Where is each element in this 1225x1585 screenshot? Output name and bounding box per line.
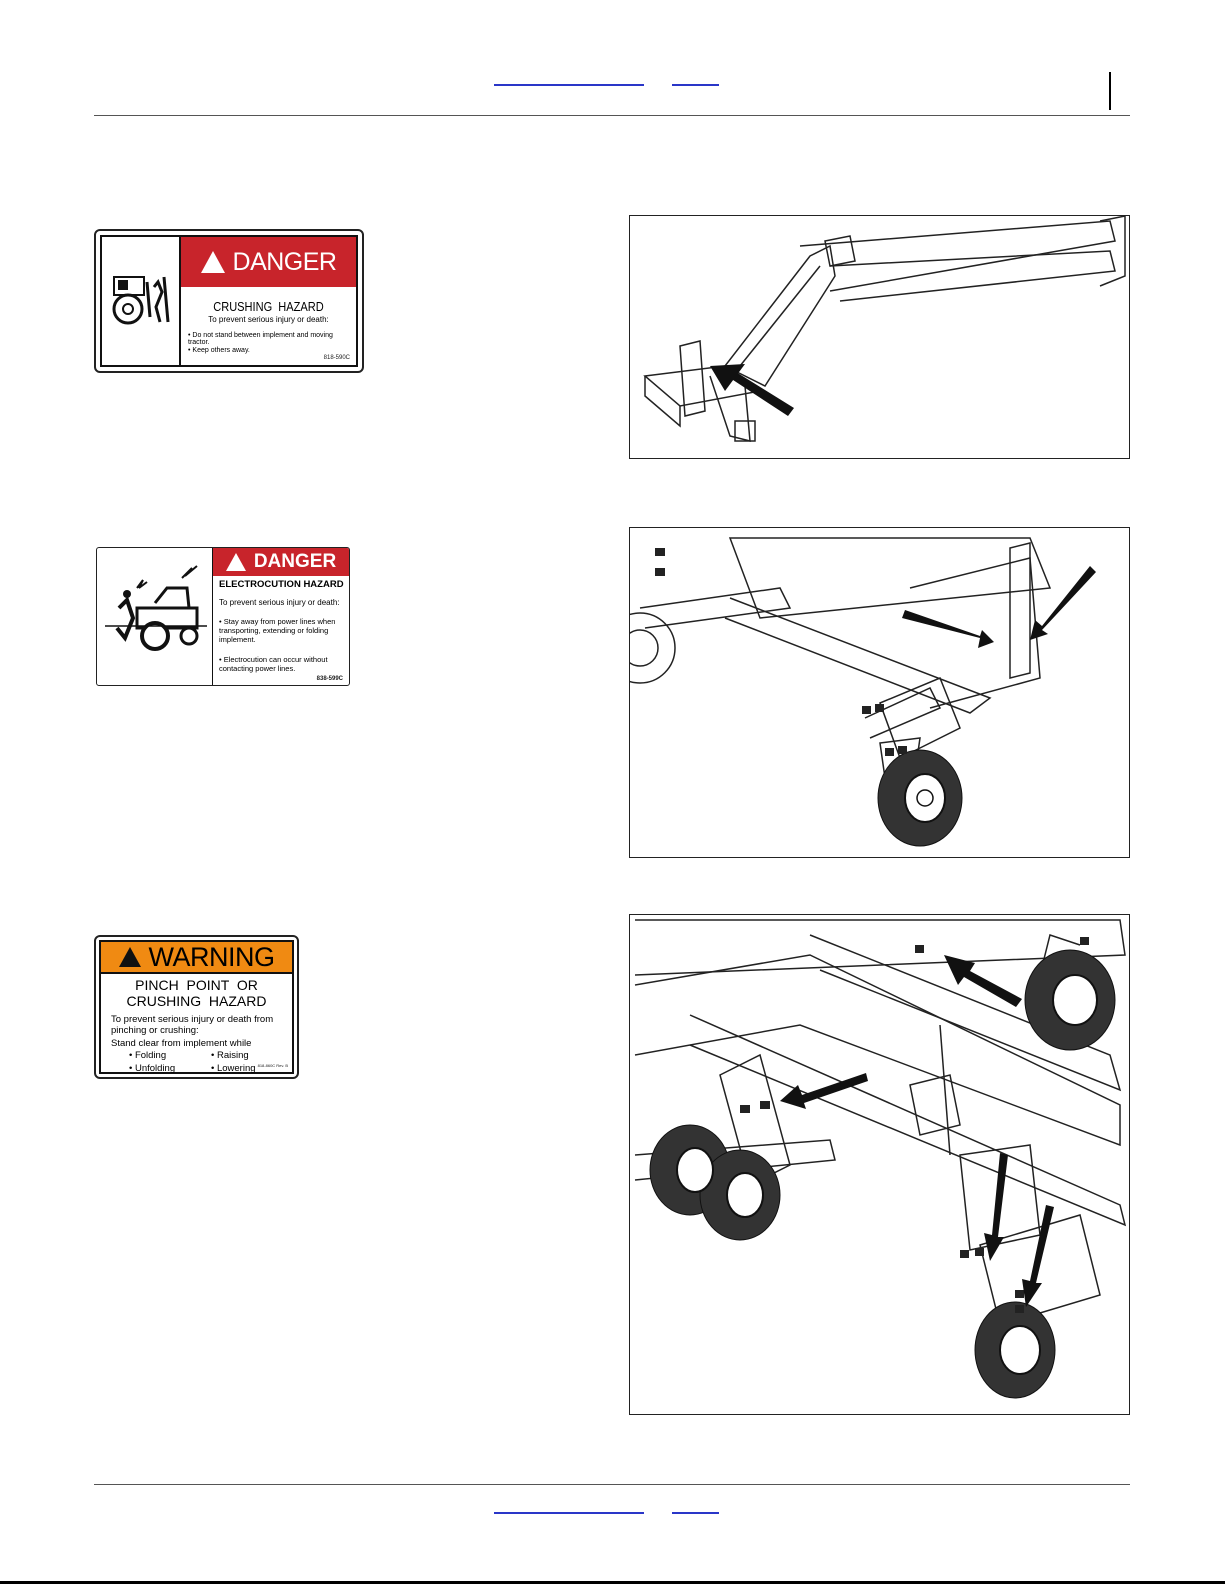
callout-arrow <box>944 955 1022 1007</box>
hazard-title: ELECTROCUTION HAZARD <box>219 579 344 590</box>
warning-pinch-decal: WARNING PINCH POINT OR CRUSHING HAZARD T… <box>94 935 299 1079</box>
header-link-underline-2[interactable] <box>672 84 719 86</box>
bullet-2: • Keep others away. <box>188 347 250 354</box>
header-change-bar <box>1109 72 1111 110</box>
header-link-underline-1[interactable] <box>494 84 644 86</box>
ref-code: 818-590C <box>323 355 350 361</box>
hazard-intro: To prevent serious injury or death from … <box>111 1014 274 1036</box>
warning-header: WARNING <box>101 942 292 974</box>
callout-arrow <box>984 1153 1008 1261</box>
warning-triangle-icon <box>225 553 246 571</box>
callout-arrow <box>1030 566 1096 640</box>
ref-code: 818-860C Rev. B <box>257 1063 288 1068</box>
bullet-lowering: • Lowering <box>211 1063 256 1074</box>
figure-wing-location <box>629 914 1130 1415</box>
callout-arrow <box>1022 1205 1054 1307</box>
signal-word: DANGER <box>232 247 337 276</box>
hazard-intro: To prevent serious injury or death: <box>219 598 340 607</box>
callout-arrow <box>780 1073 868 1109</box>
footer-link-underline-2[interactable] <box>672 1512 719 1514</box>
hazard-title: CRUSHING HAZARD <box>213 299 324 314</box>
callout-arrow <box>902 610 994 648</box>
signal-word: DANGER <box>253 551 337 572</box>
figure-hitch-location <box>629 215 1130 459</box>
hazard-title-1: PINCH POINT OR <box>135 977 258 993</box>
bullet-raising: • Raising <box>211 1050 249 1061</box>
figure-frame-location <box>629 527 1130 858</box>
frame-wheel-illustration <box>630 537 1096 847</box>
callout-arrow <box>726 366 794 416</box>
bullet-2: • Electrocution can occur without contac… <box>219 655 328 673</box>
signal-word: WARNING <box>148 941 276 972</box>
bullet-1: • Stay away from power lines when transp… <box>219 617 336 644</box>
header-rule <box>94 115 1130 116</box>
hazard-intro: To prevent serious injury or death: <box>208 315 329 324</box>
danger-electrocution-decal: DANGER ELECTROCUTION HAZARD To prevent s… <box>96 547 350 686</box>
ref-code: 838-599C <box>316 676 343 682</box>
bullet-folding: • Folding <box>129 1050 167 1061</box>
page-bottom-rule <box>0 1581 1225 1584</box>
footer-link-underline-1[interactable] <box>494 1512 644 1514</box>
danger-crushing-decal: DANGER CRUSHING HAZARD To prevent seriou… <box>94 229 364 373</box>
danger-header: DANGER <box>181 237 356 287</box>
hazard-title-2: CRUSHING HAZARD <box>126 993 267 1009</box>
wing-frame-wheels-illustration <box>634 919 1127 1399</box>
danger-header: DANGER <box>213 548 349 576</box>
electrocution-pictogram <box>97 548 213 685</box>
footer-rule <box>94 1484 1130 1485</box>
warning-triangle-icon <box>200 251 225 273</box>
warning-triangle-icon <box>118 947 141 967</box>
stand-clear: Stand clear from implement while <box>111 1038 252 1049</box>
hitch-tongue-illustration <box>643 216 1126 442</box>
tractor-crushing-pictogram <box>102 237 181 365</box>
bullet-1: • Do not stand between implement and mov… <box>188 332 333 346</box>
bullet-unfolding: • Unfolding <box>129 1063 176 1074</box>
